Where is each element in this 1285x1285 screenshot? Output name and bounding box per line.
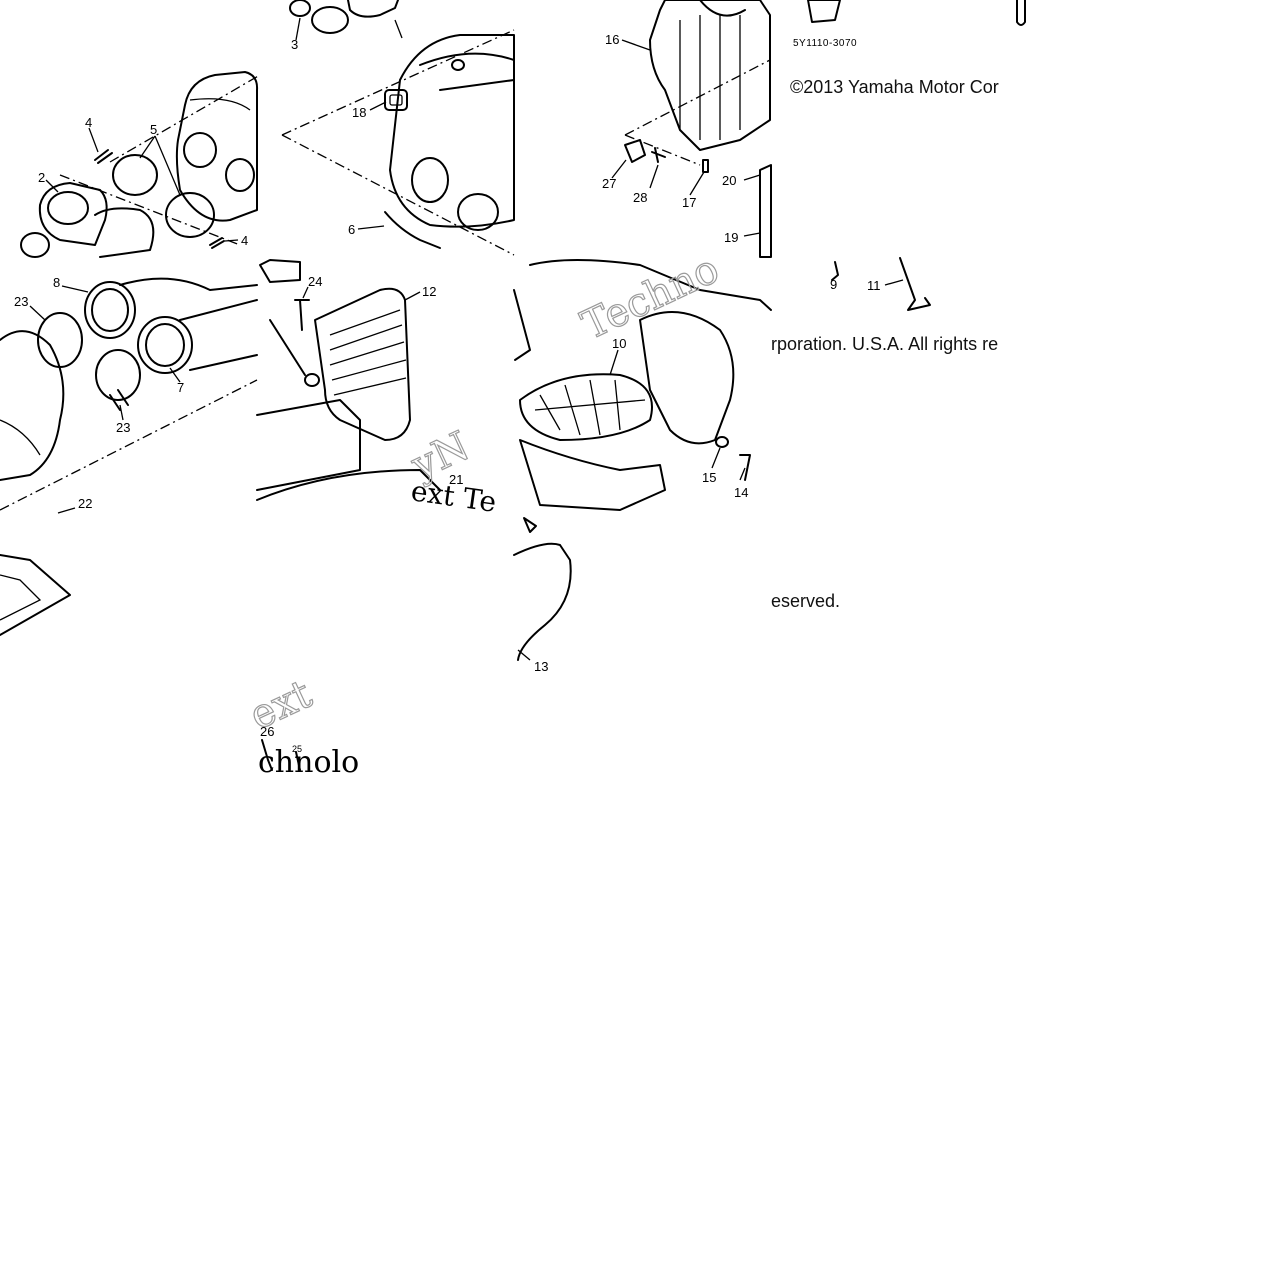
band — [831, 261, 839, 281]
callout-13: 13 — [534, 659, 548, 674]
tile-drain-hose — [513, 517, 572, 661]
screw — [109, 389, 129, 411]
copyright-text-1: ©2013 Yamaha Motor Cor — [790, 77, 999, 97]
callout-9: 9 — [830, 277, 837, 292]
callout-22: 22 — [78, 496, 92, 511]
intake-duct — [314, 287, 411, 441]
callout-24: 24 — [308, 274, 322, 289]
copyright-text-2: rporation. U.S.A. All rights re — [771, 334, 999, 354]
callout-19: 19 — [724, 230, 738, 245]
air-joint — [84, 281, 136, 339]
clip — [259, 259, 301, 283]
tile-misc-parts — [831, 257, 931, 311]
callout-28: 28 — [633, 190, 647, 205]
joint-flange — [347, 0, 399, 18]
o-ring — [289, 0, 311, 17]
callout-4: 4 — [241, 233, 248, 248]
callout-26: 26 — [260, 724, 274, 739]
callout-16: 16 — [605, 32, 619, 47]
bolt — [651, 147, 666, 163]
watermark: chnolo — [258, 745, 359, 780]
air-filter-element — [519, 373, 653, 441]
callout-4: 4 — [85, 115, 92, 130]
callout-7: 7 — [177, 380, 184, 395]
callout-11: 11 — [867, 278, 881, 293]
tile-airbox-cover — [281, 29, 515, 256]
airbox-cover — [389, 34, 515, 228]
bracket — [624, 139, 646, 163]
callout-10: 10 — [612, 336, 626, 351]
hose-clamp — [165, 192, 215, 238]
bolt — [294, 299, 310, 331]
watermark: ext — [243, 671, 319, 739]
tile-filter-element — [513, 259, 772, 511]
tile-intake-duct — [256, 259, 441, 501]
screw — [295, 751, 301, 771]
drawing-code: 5Y1110-3070 — [793, 38, 857, 49]
bolt — [739, 454, 751, 481]
air-joint — [137, 316, 193, 374]
fwd-label: FWD — [814, 9, 832, 18]
callout-20: 20 — [722, 173, 736, 188]
bolt — [899, 257, 931, 311]
clip — [523, 517, 537, 533]
screw — [209, 237, 225, 249]
drain-hose — [513, 542, 572, 661]
fwd-arrow-icon — [807, 0, 841, 23]
callout-23: 23 — [116, 420, 130, 435]
tile-gasket — [0, 554, 71, 636]
washer — [715, 436, 729, 448]
callout-3: 3 — [291, 37, 298, 52]
callout-18: 18 — [352, 105, 366, 120]
callout-5: 5 — [150, 122, 157, 137]
grommet — [384, 89, 408, 111]
callout-23: 23 — [14, 294, 28, 309]
callout-8: 8 — [53, 275, 60, 290]
hose-clamp — [112, 154, 158, 196]
callout-14: 14 — [734, 485, 748, 500]
filter-cover — [639, 311, 735, 445]
carburetor-body — [175, 71, 259, 222]
gasket — [0, 554, 71, 636]
tile-small-parts — [261, 739, 301, 771]
callout-21: 21 — [449, 472, 463, 487]
carburetor-body — [0, 330, 65, 481]
callout-12: 12 — [422, 284, 436, 299]
callout-15: 15 — [702, 470, 716, 485]
screw — [94, 149, 113, 164]
air-filter-case — [649, 0, 771, 151]
callout-2: 2 — [38, 170, 45, 185]
tile-carb-joints — [20, 0, 403, 258]
carburetor-joint — [38, 182, 108, 246]
hose-clamp — [37, 312, 83, 368]
callout-17: 17 — [682, 195, 696, 210]
callout-27: 27 — [602, 176, 616, 191]
tile-intake-joints — [0, 277, 258, 514]
callout-labels: 3 4 5 2 4 18 6 16 27 28 17 20 19 8 23 7 … — [14, 32, 881, 754]
callout-6: 6 — [348, 222, 355, 237]
copyright-text-3: eserved. — [771, 591, 841, 611]
air-filter-case-lower — [256, 399, 361, 491]
nut — [702, 159, 709, 173]
screw — [261, 739, 273, 771]
hose-clamp — [95, 349, 141, 401]
o-ring — [311, 6, 349, 34]
callout-25: 25 — [292, 744, 302, 754]
tile-filter-case — [611, 0, 1026, 258]
